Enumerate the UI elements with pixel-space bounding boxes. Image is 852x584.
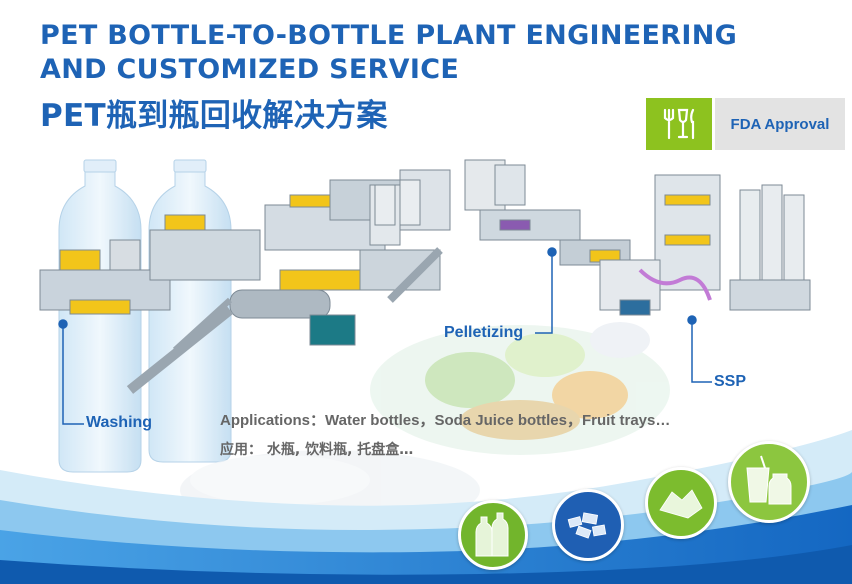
title-line-1: PET BOTTLE-TO-BOTTLE PLANT ENGINEERING bbox=[40, 20, 738, 51]
fork-knife-glass-icon bbox=[646, 98, 712, 150]
fda-badge: FDA Approval bbox=[646, 98, 845, 150]
ssp-label: SSP bbox=[714, 373, 747, 390]
flakes-icon bbox=[552, 489, 624, 561]
food-tray bbox=[370, 322, 670, 455]
ssp-tower bbox=[599, 174, 811, 316]
pelletizing-label: Pelletizing bbox=[444, 324, 524, 341]
applications-en: Applications：Water bottles，Soda Juice bo… bbox=[220, 412, 671, 429]
blue-wave bbox=[0, 430, 852, 584]
title-cn: PET瓶到瓶回收解决方案 bbox=[40, 98, 388, 134]
cup-bottle-icon bbox=[728, 441, 810, 523]
washing-label: Washing bbox=[86, 414, 153, 431]
tray-icon bbox=[645, 467, 717, 539]
callout-lines bbox=[58, 247, 712, 425]
title-line-2: AND CUSTOMIZED SERVICE bbox=[40, 54, 460, 85]
fda-approval-label: FDA Approval bbox=[715, 98, 845, 150]
applications-cn: 应用： 水瓶, 饮料瓶, 托盘盒… bbox=[220, 442, 414, 458]
bottles-icon bbox=[458, 500, 528, 570]
